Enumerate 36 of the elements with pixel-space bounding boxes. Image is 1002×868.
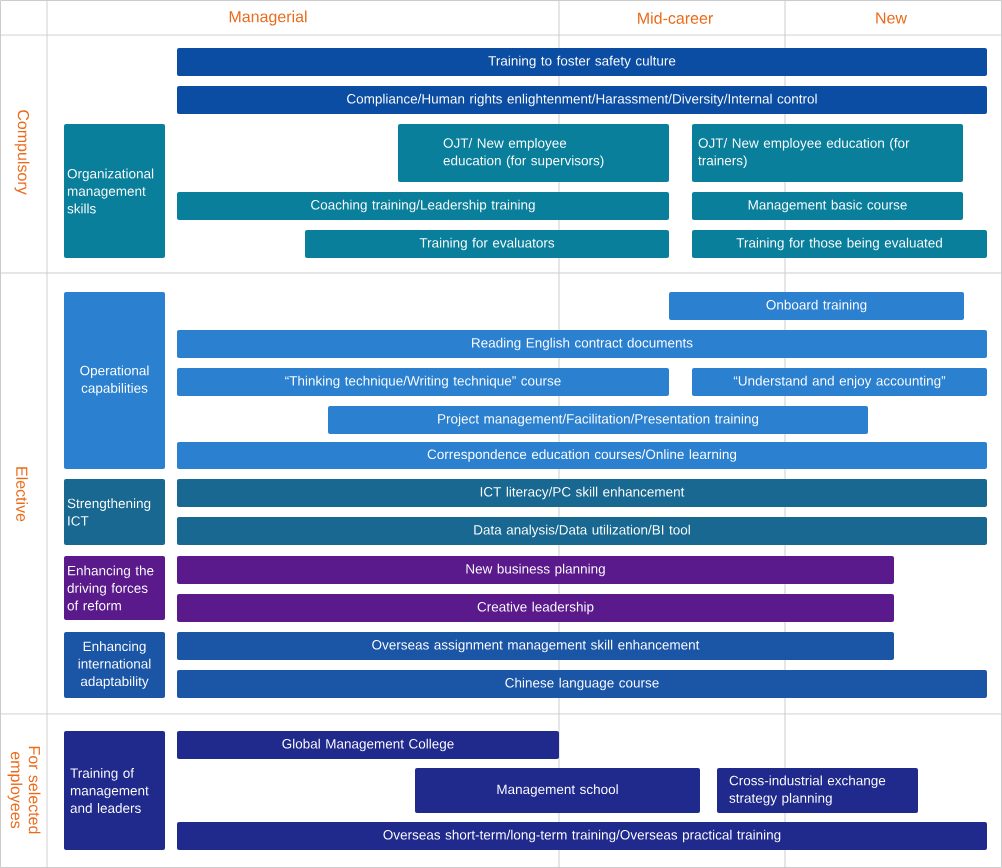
course-bar: Onboard training — [669, 292, 964, 320]
category-box: Enhancing international adaptability — [64, 632, 165, 698]
course-bar: Global Management College — [177, 731, 559, 759]
course-bar: Overseas short-term/long-term training/Overseas practical training — [177, 822, 987, 850]
course-bar: Coaching training/Leadership training — [177, 192, 669, 220]
course-bar: Overseas assignment management skill enhancement — [177, 632, 894, 660]
category-box: Organizational management skills — [64, 124, 165, 258]
column-header: Managerial — [229, 10, 307, 26]
course-bar: Creative leadership — [177, 594, 894, 622]
course-bar: Training to foster safety culture — [177, 48, 987, 76]
course-bar: Compliance/Human rights enlightenment/Harassment/Diversity/Internal control — [177, 86, 987, 114]
course-bar: Project management/Facilitation/Presentation training — [328, 406, 868, 434]
row-header: For selected employees — [7, 746, 41, 834]
category-box: Enhancing the driving forces of reform — [64, 556, 165, 620]
course-bar: OJT/ New employee education (for trainers) — [692, 124, 963, 182]
category-box: Strengthening ICT — [64, 479, 165, 545]
course-bar: Chinese language course — [177, 670, 987, 698]
column-header: Mid-career — [638, 12, 713, 24]
category-box: Operational capabilities — [64, 292, 165, 469]
row-header: Elective — [16, 467, 28, 522]
course-bar: New business planning — [177, 556, 894, 584]
course-bar: “Understand and enjoy accounting” — [692, 368, 987, 396]
column-header: New — [876, 12, 908, 24]
course-bar: Training for evaluators — [305, 230, 669, 258]
course-bar: OJT/ New employee education (for supervisors) — [398, 124, 669, 182]
course-bar: “Thinking technique/Writing technique” course — [177, 368, 669, 396]
course-bar: ICT literacy/PC skill enhancement — [177, 479, 987, 507]
course-bar: Management school — [415, 768, 700, 813]
course-bar: Training for those being evaluated — [692, 230, 987, 258]
course-bar: Reading English contract documents — [177, 330, 987, 358]
course-bar: Data analysis/Data utilization/BI tool — [177, 517, 987, 545]
category-box: Training of management and leaders — [64, 731, 165, 850]
course-bar: Correspondence education courses/Online learning — [177, 442, 987, 469]
course-bar: Cross-industrial exchange strategy planning — [717, 768, 918, 813]
row-header: Compulsory — [14, 110, 30, 195]
course-bar: Management basic course — [692, 192, 963, 220]
